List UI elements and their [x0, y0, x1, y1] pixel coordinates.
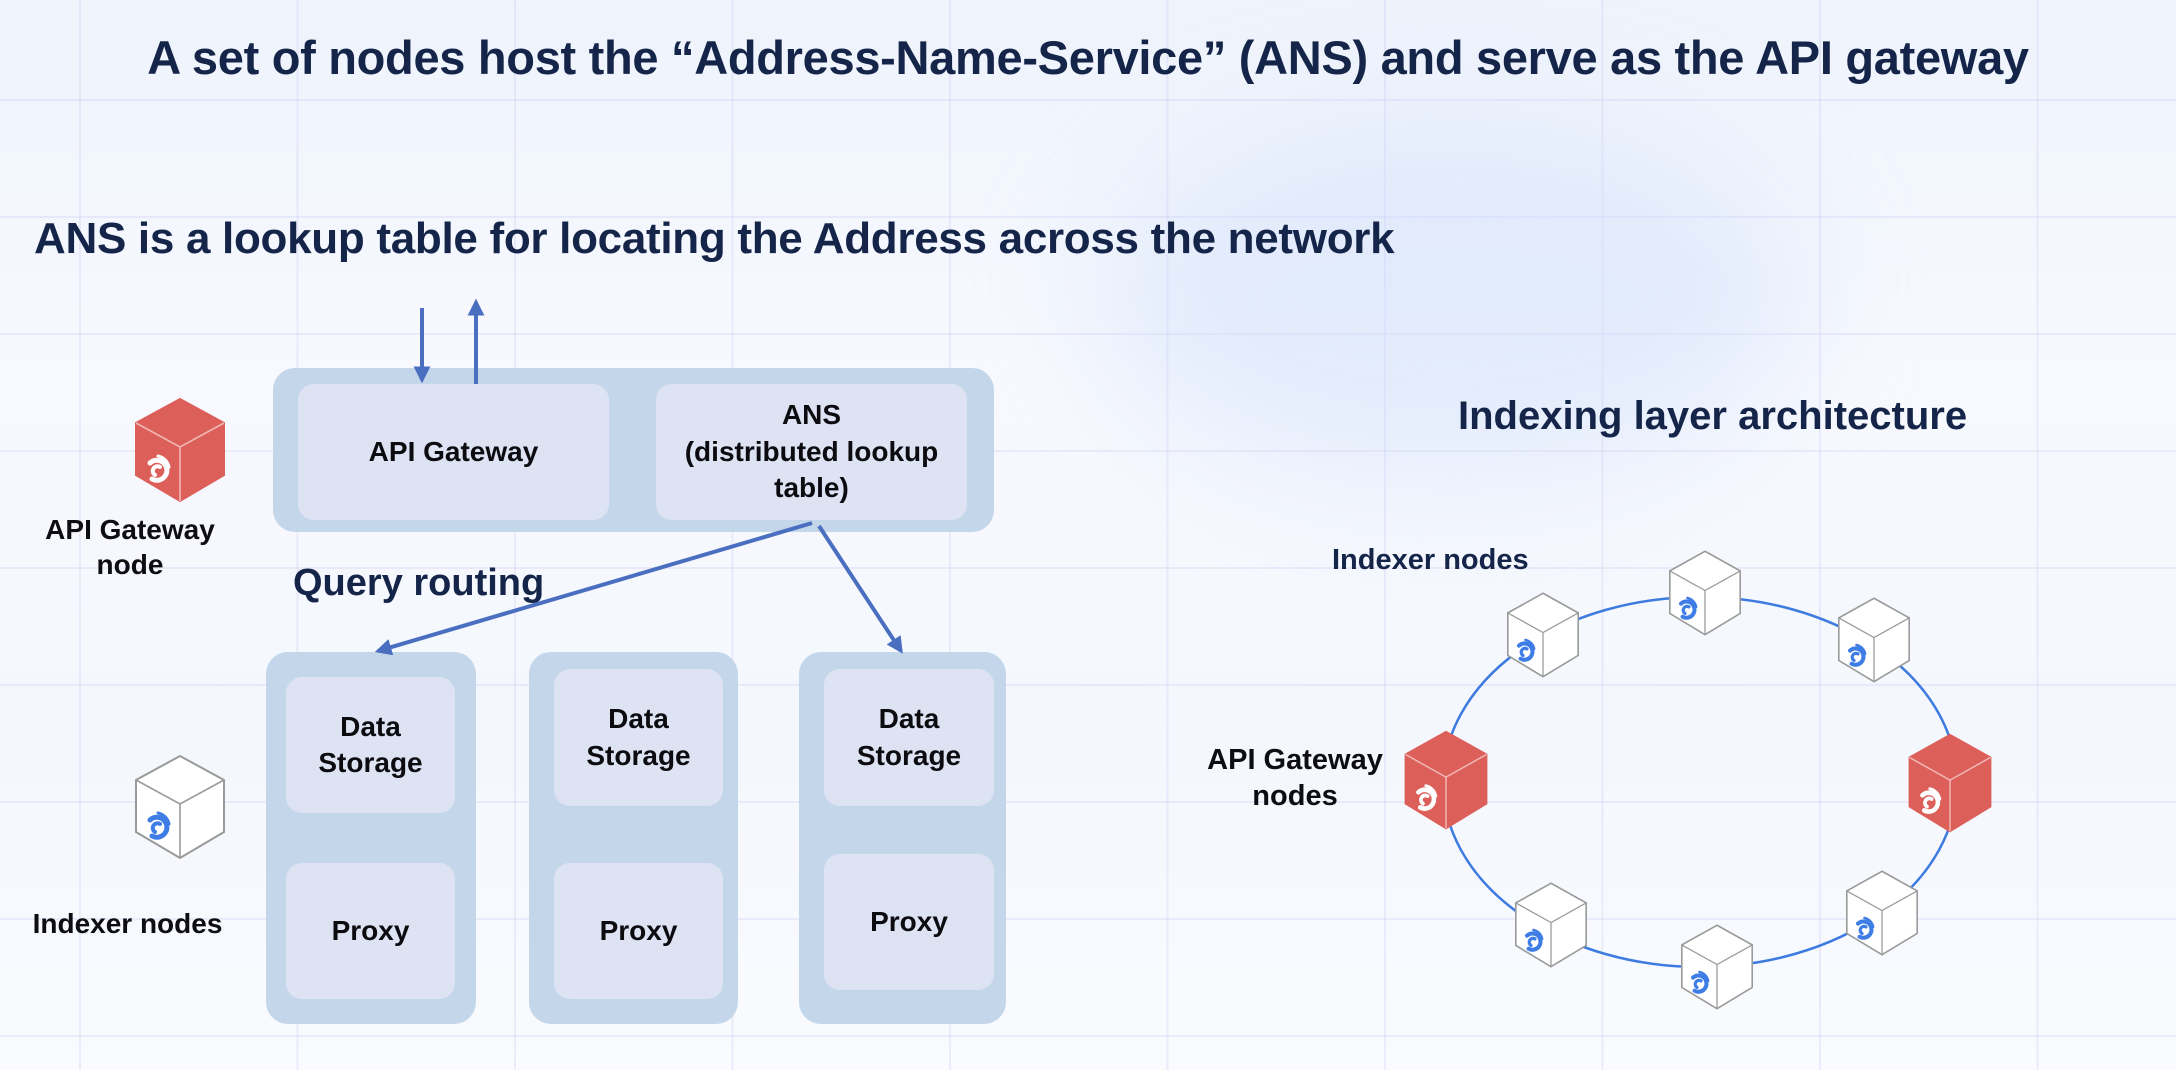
indexer-node-cube-icon: [1507, 592, 1580, 678]
ans-box: ANS (distributed lookup table): [656, 384, 967, 520]
data-storage-box-2: Data Storage: [554, 669, 723, 806]
api-gateway-node-label: API Gateway node: [45, 514, 215, 580]
indexer-node-cube-icon: [1515, 882, 1588, 968]
api-gateway-nodes-label: API Gateway nodes: [1207, 744, 1383, 813]
indexer-node-cube-icon: [135, 754, 225, 860]
proxy-box-2: Proxy: [554, 863, 723, 999]
api-gateway-node-cube-icon: [1908, 733, 1992, 833]
indexer-node-cube-icon: [1846, 870, 1919, 956]
page-title: A set of nodes host the “Address-Name-Se…: [147, 31, 2029, 84]
api-gateway-box: API Gateway: [298, 384, 609, 520]
api-gateway-node-cube-icon: [1404, 730, 1488, 830]
gateway-node-cube-icon: [135, 397, 225, 503]
query-routing-label: Query routing: [293, 562, 545, 604]
page-subtitle: ANS is a lookup table for locating the A…: [34, 214, 1395, 263]
data-storage-box-1: Data Storage: [286, 677, 455, 813]
indexer-node-cube-icon: [1669, 550, 1742, 636]
indexer-node-cube-icon: [1838, 597, 1911, 683]
proxy-box-3: Proxy: [824, 854, 994, 990]
proxy-box-1: Proxy: [286, 863, 455, 999]
indexing-layer-title: Indexing layer architecture: [1458, 394, 1968, 438]
indexer-nodes-label-right: Indexer nodes: [1332, 544, 1529, 576]
data-storage-box-3: Data Storage: [824, 669, 994, 806]
indexer-nodes-label-left: Indexer nodes: [32, 908, 223, 939]
query-routing-arrow-1: [374, 521, 813, 656]
query-routing-arrow-3: [817, 524, 903, 654]
indexer-node-cube-icon: [1681, 924, 1754, 1010]
